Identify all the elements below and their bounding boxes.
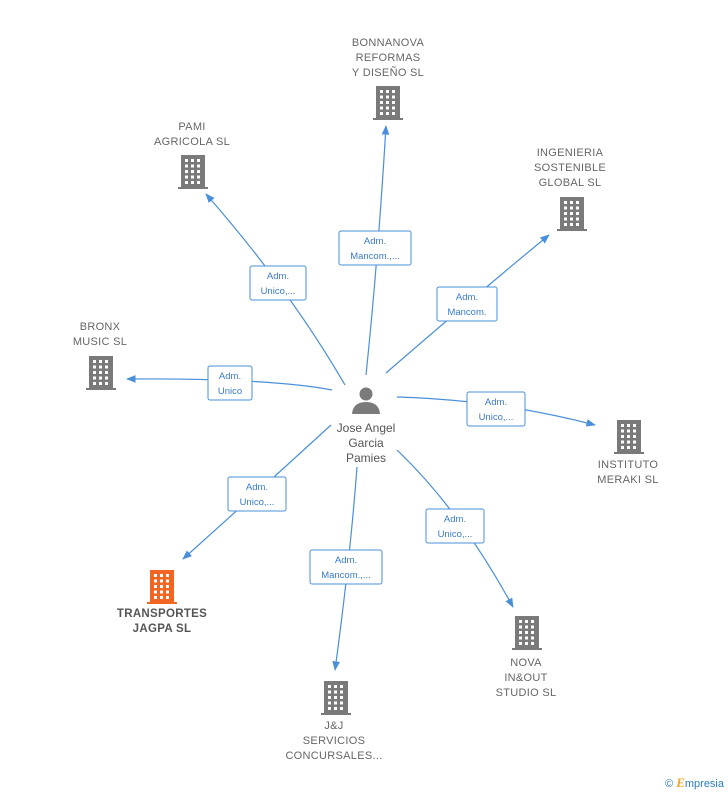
company-label: MERAKI SL <box>597 474 658 486</box>
edge-label-text: Unico <box>218 386 242 397</box>
company-label: CONCURSALES... <box>285 750 382 762</box>
person-label: Jose Angel <box>337 421 396 435</box>
company-label: SERVICIOS <box>303 735 365 747</box>
building-icon <box>147 570 177 604</box>
company-label: PAMI <box>178 121 205 133</box>
company-label: GLOBAL SL <box>539 177 602 189</box>
company-node-transportes[interactable]: TRANSPORTES JAGPA SL <box>117 570 207 635</box>
edge-jj: Adm. Mancom.,... <box>309 466 383 671</box>
edge-label-text: Unico,... <box>438 529 473 540</box>
copyright-icon: © <box>665 778 674 790</box>
edge-label-nova[interactable]: Adm. Unico,... <box>425 508 485 544</box>
company-label: BRONX <box>80 321 121 333</box>
edge-label-text: Unico,... <box>261 286 296 297</box>
company-node-jj[interactable]: J&J SERVICIOS CONCURSALES... <box>285 681 382 762</box>
company-node-pami[interactable]: PAMI AGRICOLA SL <box>154 121 230 189</box>
person-label: Garcia <box>348 436 384 450</box>
building-icon <box>614 420 644 454</box>
edge-label-text: Adm. <box>335 555 357 566</box>
edge-label-instituto[interactable]: Adm. Unico,... <box>466 391 526 427</box>
edge-label-text: Adm. <box>444 514 466 525</box>
edge-label-text: Mancom.,... <box>350 251 400 262</box>
edge-label-text: Adm. <box>246 482 268 493</box>
company-label: INSTITUTO <box>598 459 659 471</box>
edge-label-ingenieria[interactable]: Adm. Mancom. <box>436 286 498 322</box>
edge-label-text: Mancom.,... <box>321 570 371 581</box>
edge-label-text: Adm. <box>219 371 241 382</box>
edge-label-text: Adm. <box>267 271 289 282</box>
edge-label-text: Adm. <box>485 397 507 408</box>
company-label: SOSTENIBLE <box>534 162 606 174</box>
edge-transportes: Adm. Unico,... <box>182 424 332 560</box>
company-label: TRANSPORTES <box>117 608 207 620</box>
company-label: IN&OUT <box>504 672 547 684</box>
edge-label-transportes[interactable]: Adm. Unico,... <box>227 476 287 512</box>
edge-label-jj[interactable]: Adm. Mancom.,... <box>309 549 383 585</box>
company-label: AGRICOLA SL <box>154 136 230 148</box>
company-label: JAGPA SL <box>133 623 192 635</box>
company-label: MUSIC SL <box>73 336 127 348</box>
company-node-instituto[interactable]: INSTITUTO MERAKI SL <box>597 420 658 486</box>
building-icon <box>86 356 116 390</box>
building-icon <box>373 86 403 120</box>
edge-label-text: Unico,... <box>240 497 275 508</box>
company-label: NOVA <box>510 657 542 669</box>
building-icon <box>321 681 351 715</box>
company-label: STUDIO SL <box>496 687 557 699</box>
company-label: Y DISEÑO SL <box>352 66 424 79</box>
edge-label-bronx[interactable]: Adm. Unico <box>207 365 253 401</box>
edge-pami: Adm. Unico,... <box>205 193 346 386</box>
person-icon <box>352 387 380 414</box>
company-label: J&J <box>324 720 343 732</box>
edge-label-bonnanova[interactable]: Adm. Mancom.,... <box>338 230 412 266</box>
edge-label-text: Mancom. <box>447 307 486 318</box>
person-label: Pamies <box>346 451 386 465</box>
brand-initial: E <box>676 775 685 790</box>
building-icon <box>512 616 542 650</box>
company-label: INGENIERIA <box>537 147 604 159</box>
edge-ingenieria: Adm. Mancom. <box>385 234 550 374</box>
edge-label-pami[interactable]: Adm. Unico,... <box>249 265 307 301</box>
edge-nova: Adm. Unico,... <box>396 449 514 608</box>
edge-label-text: Adm. <box>364 236 386 247</box>
building-icon <box>557 197 587 231</box>
brand-name: mpresia <box>684 778 724 790</box>
edge-label-text: Adm. <box>456 292 478 303</box>
footer-brand: © Empresia <box>665 775 724 791</box>
company-label: BONNANOVA <box>352 37 425 49</box>
company-node-bonnanova[interactable]: BONNANOVA REFORMAS Y DISEÑO SL <box>352 37 425 120</box>
company-node-bronx[interactable]: BRONX MUSIC SL <box>73 321 127 390</box>
edge-bonnanova: Adm. Mancom.,... <box>338 125 412 376</box>
building-icon <box>178 155 208 189</box>
company-node-ingenieria[interactable]: INGENIERIA SOSTENIBLE GLOBAL SL <box>534 147 606 231</box>
edge-instituto: Adm. Unico,... <box>396 391 596 427</box>
edge-label-text: Unico,... <box>479 412 514 423</box>
company-label: REFORMAS <box>356 52 421 64</box>
edge-bronx: Adm. Unico <box>126 365 333 401</box>
company-node-nova[interactable]: NOVA IN&OUT STUDIO SL <box>496 616 557 699</box>
